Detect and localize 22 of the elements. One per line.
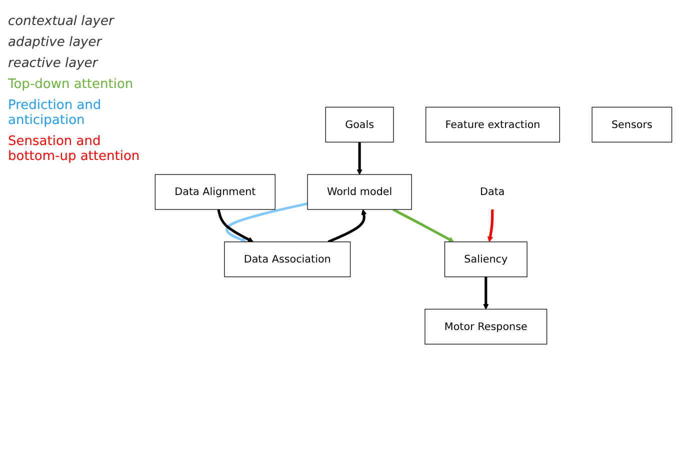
arrow xyxy=(487,210,494,242)
node-box: Data Alignment xyxy=(154,174,276,210)
node-text: Data xyxy=(480,186,505,198)
annotation-text: Sensation and bottom-up attention xyxy=(8,134,141,164)
node-box: Data Association xyxy=(224,242,351,278)
layer-label: contextual layer xyxy=(8,14,116,29)
node-box: Sensors xyxy=(592,107,672,143)
layer-label: reactive layer xyxy=(8,56,100,71)
node-box: Motor Response xyxy=(424,309,548,345)
layer-label: adaptive layer xyxy=(8,35,104,50)
arrow xyxy=(356,142,362,176)
arrow xyxy=(328,210,367,244)
arrow xyxy=(483,277,489,310)
node-box: Saliency xyxy=(444,242,528,278)
arrow xyxy=(217,210,254,242)
annotation-text: Top-down attention xyxy=(8,77,134,92)
arrow xyxy=(226,202,308,243)
node-box: Goals xyxy=(325,107,394,143)
node-box: World model xyxy=(307,174,412,210)
annotation-text: Prediction and anticipation xyxy=(8,98,102,128)
node-box: Feature extraction xyxy=(426,107,560,143)
arrow xyxy=(392,208,454,242)
